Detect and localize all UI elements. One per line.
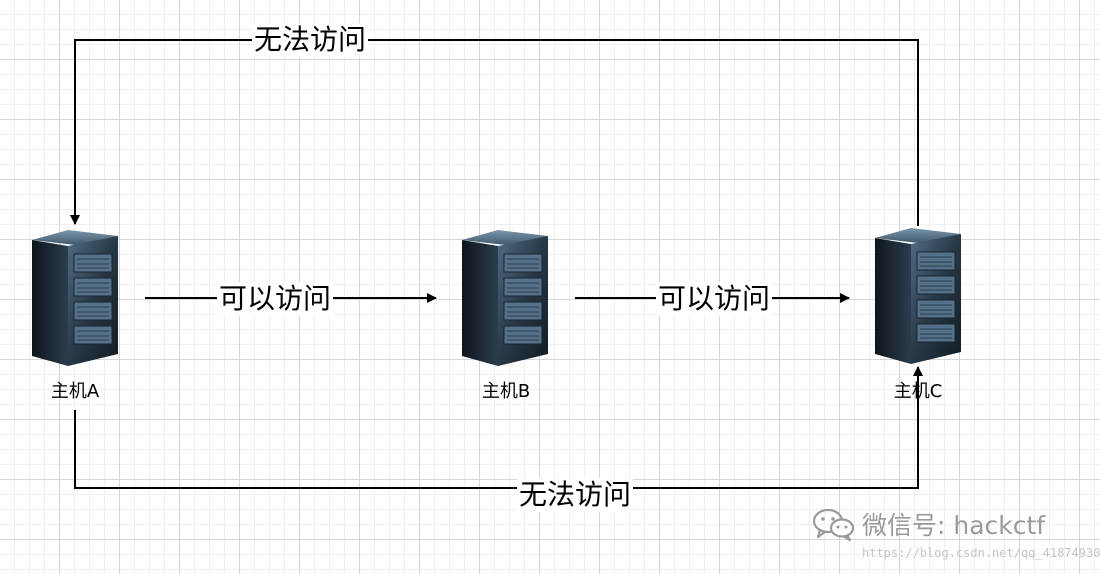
host-b-label: 主机B — [481, 381, 531, 402]
watermark-url: https://blog.csdn.net/qq_41874930 — [862, 546, 1100, 560]
watermark-text: 微信号: hackctf — [862, 511, 1046, 540]
host-c-label: 主机C — [893, 381, 943, 402]
watermark: 微信号: hackctf — [812, 506, 1045, 542]
server-b-icon — [462, 230, 548, 366]
edge-a-to-b-label: 可以访问 — [217, 282, 334, 316]
wechat-icon — [812, 508, 855, 542]
edge-b-to-c-label: 可以访问 — [656, 282, 773, 316]
host-a-label: 主机A — [50, 381, 100, 402]
edge-c-to-a-line — [70, 39, 919, 226]
server-a-icon — [32, 230, 118, 366]
edge-a-to-c-line — [74, 366, 923, 489]
server-c-icon — [875, 228, 961, 364]
edge-a-to-c-label: 无法访问 — [517, 478, 634, 512]
edge-c-to-a-label: 无法访问 — [252, 23, 369, 57]
